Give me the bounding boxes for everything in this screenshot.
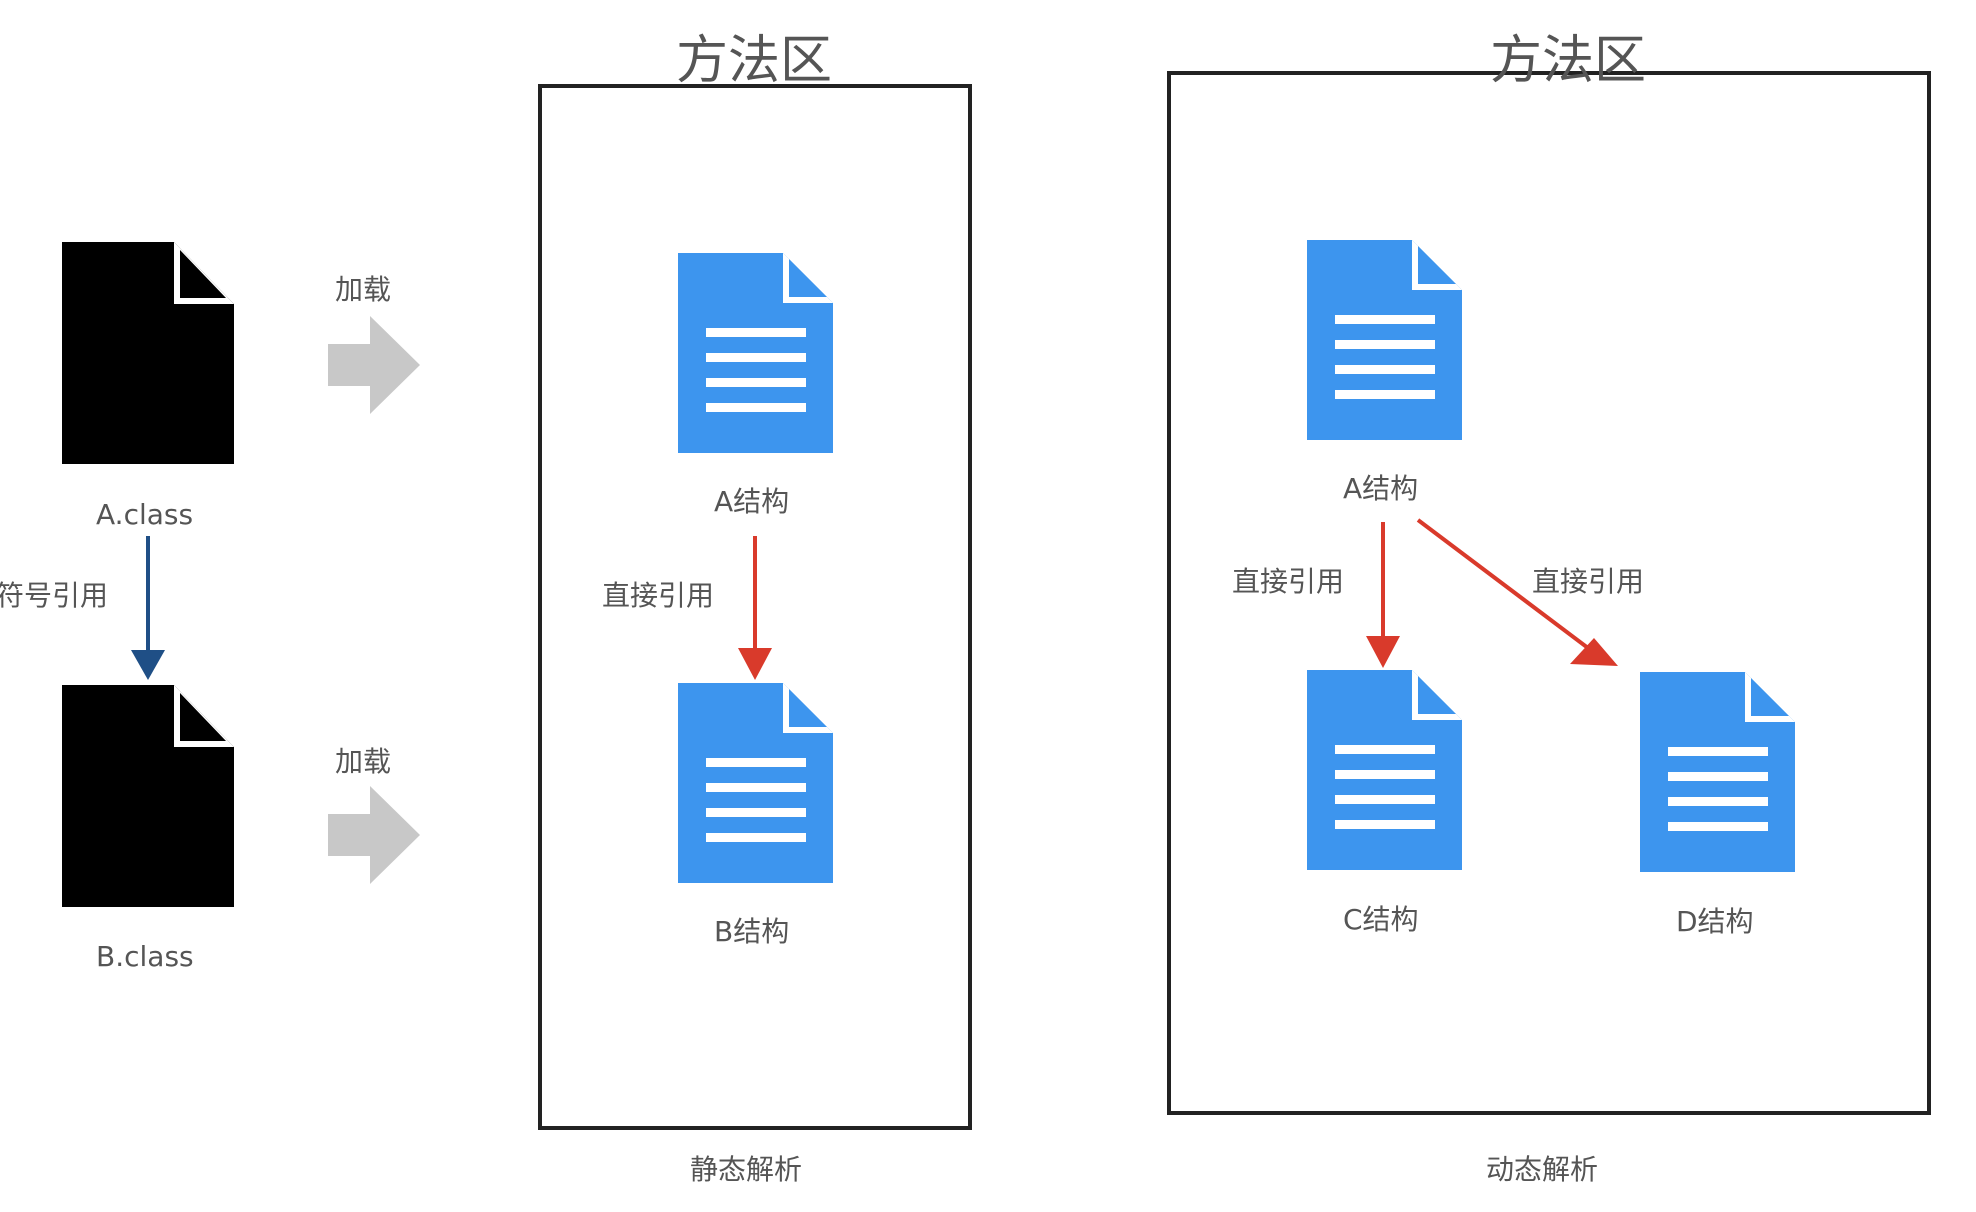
dynamic-method-area-frame — [1167, 71, 1931, 1115]
dynamic-direct-reference-arrow-d — [1416, 518, 1618, 666]
a-class-file-icon — [62, 242, 234, 464]
static-direct-reference-arrow — [738, 536, 772, 680]
load-label: 加载 — [335, 273, 392, 306]
load-arrow-icon — [328, 316, 420, 414]
dynamic-direct-reference-arrow-c — [1366, 522, 1400, 668]
b-class-file-icon — [62, 685, 234, 907]
load-arrow-icon — [328, 786, 420, 884]
load-label: 加载 — [335, 745, 392, 778]
static-resolution-caption: 静态解析 — [690, 1153, 803, 1186]
d-struct-label: D结构 — [1676, 905, 1754, 938]
direct-reference-label: 直接引用 — [1232, 565, 1345, 598]
direct-reference-label: 直接引用 — [1532, 565, 1645, 598]
a-class-label: A.class — [96, 498, 194, 531]
dynamic-resolution-caption: 动态解析 — [1486, 1153, 1599, 1186]
static-method-area-frame — [538, 84, 972, 1130]
c-struct-label: C结构 — [1343, 903, 1419, 936]
dynamic-panel-title: 方法区 — [1490, 31, 1647, 91]
a-struct-label: A结构 — [714, 485, 790, 518]
a-struct-label: A结构 — [1343, 472, 1419, 505]
symbolic-reference-label: 符号引用 — [0, 579, 109, 612]
symbolic-reference-arrow — [131, 536, 165, 680]
b-class-label: B.class — [96, 940, 194, 973]
direct-reference-label: 直接引用 — [602, 579, 715, 612]
b-struct-label: B结构 — [714, 915, 790, 948]
static-panel-title: 方法区 — [676, 31, 833, 91]
